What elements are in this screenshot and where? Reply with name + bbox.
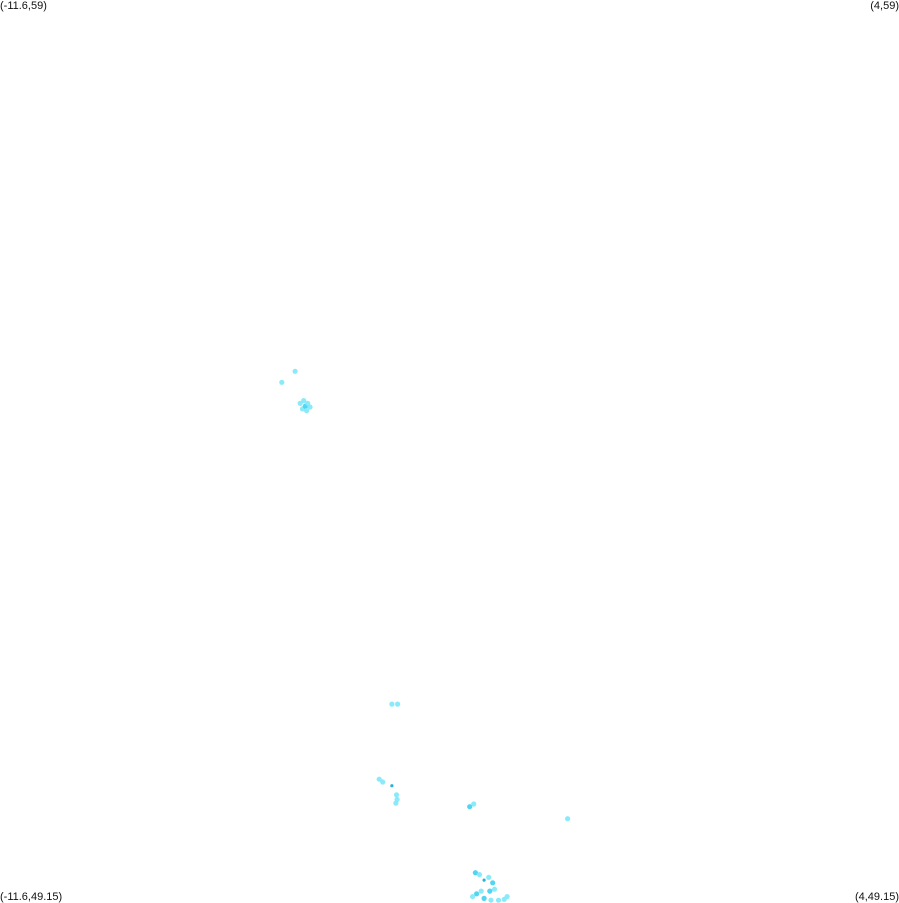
- map-point: [376, 776, 382, 782]
- map-point: [481, 895, 487, 902]
- map-point: [565, 816, 571, 822]
- map-point: [380, 779, 386, 785]
- map-point: [476, 872, 483, 878]
- map-point: [393, 792, 400, 798]
- map-point: [304, 408, 310, 414]
- corner-label-bottom-left: (-11.6,49.15): [0, 891, 63, 903]
- map-point: [487, 888, 493, 894]
- map-point: [490, 880, 496, 886]
- map-point: [474, 891, 480, 897]
- map-point: [292, 368, 298, 374]
- map-point: [389, 701, 395, 707]
- map-point: [467, 804, 473, 810]
- corner-label-top-left: (-11.6,59): [0, 0, 47, 12]
- map-point: [395, 701, 401, 707]
- map-point: [482, 878, 486, 882]
- map-point: [297, 400, 303, 406]
- map-point: [495, 897, 502, 903]
- map-point: [478, 888, 484, 894]
- corner-label-bottom-right: (4,49.15): [854, 891, 899, 903]
- map-point: [307, 404, 313, 410]
- map-point: [486, 874, 492, 880]
- map-point: [393, 800, 399, 806]
- map-point: [470, 894, 476, 900]
- map-point: [504, 894, 510, 900]
- map-point: [301, 398, 307, 404]
- map-point: [471, 801, 477, 807]
- map-point: [472, 870, 478, 876]
- map-point: [390, 784, 394, 788]
- map-point: [279, 379, 285, 385]
- map-point: [491, 886, 498, 892]
- map-point: [488, 897, 494, 903]
- corner-label-top-right: (4,59): [870, 0, 899, 12]
